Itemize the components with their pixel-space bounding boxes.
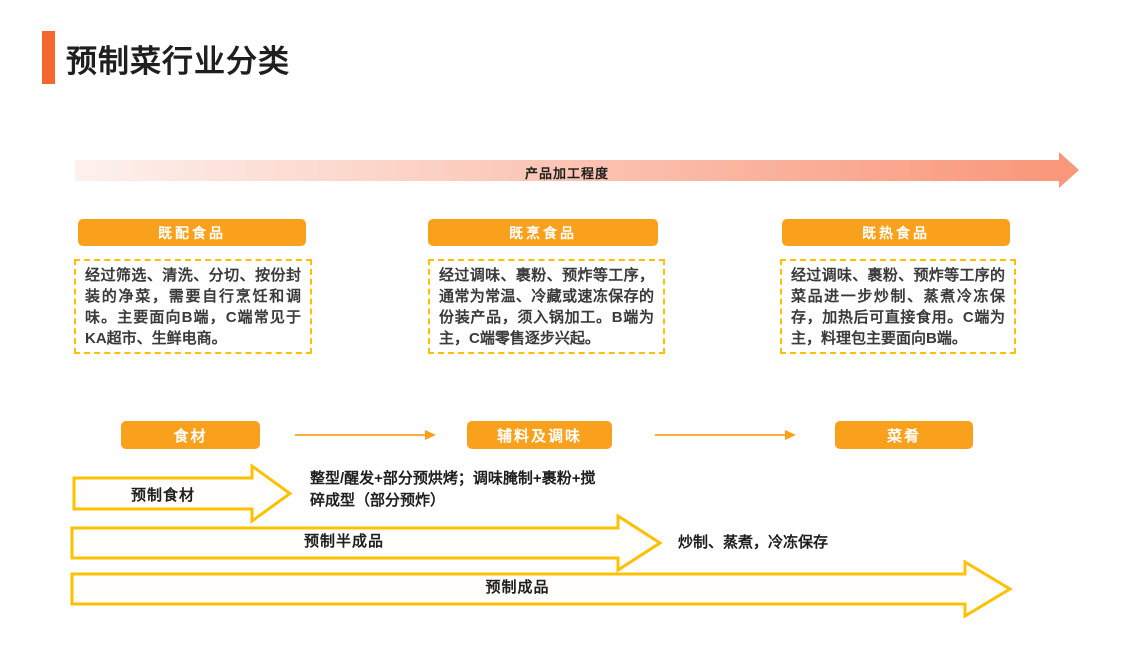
flow-stage-dishes: 菜肴 [835,421,973,449]
processing-degree-arrow [75,160,1059,181]
process-arrow-premade-ingredients-icon [72,463,293,524]
flow-stage-ingredients: 食材 [121,421,260,449]
processing-degree-label: 产品加工程度 [524,166,609,181]
processing-degree-arrowhead-icon [1059,152,1079,188]
process-arrow-label-2: 预制半成品 [303,533,384,550]
title-accent-bar [42,31,55,84]
process-arrow-label-3: 预制成品 [485,579,550,596]
page-title: 预制菜行业分类 [66,44,290,79]
process-arrow-premade-semifinished-icon [70,514,663,573]
flow-arrow-icon [655,430,796,440]
category-description-2: 经过调味、裹粉、预炸等工序，通常为常温、冷藏或速冻保存的份装产品，须入锅加工。B… [428,259,665,354]
category-header-ready-to-eat: 既热食品 [782,219,1010,246]
process-arrow-premade-finished-icon [70,560,1013,619]
flow-arrow-icon [295,430,436,440]
category-description-3: 经过调味、裹粉、预炸等工序的菜品进一步炒制、蒸煮冷冻保存，加热后可直接食用。C端… [780,259,1016,354]
category-description-1: 经过筛选、清洗、分切、按份封装的净菜，需要自行烹饪和调味。主要面向B端，C端常见… [74,259,312,354]
category-header-ready-to-cook-ingredients: 既配食品 [78,219,306,246]
process-arrow-note-2: 炒制、蒸煮，冷冻保存 [678,534,829,551]
process-arrow-label-1: 预制食材 [130,487,195,504]
process-arrow-note-1: 整型/醒发+部分预烘烤；调味腌制+裹粉+搅碎成型（部分预炸） [310,470,596,509]
flow-stage-seasoning: 辅料及调味 [467,421,612,449]
category-header-ready-to-heat-cook: 既烹食品 [428,219,658,246]
